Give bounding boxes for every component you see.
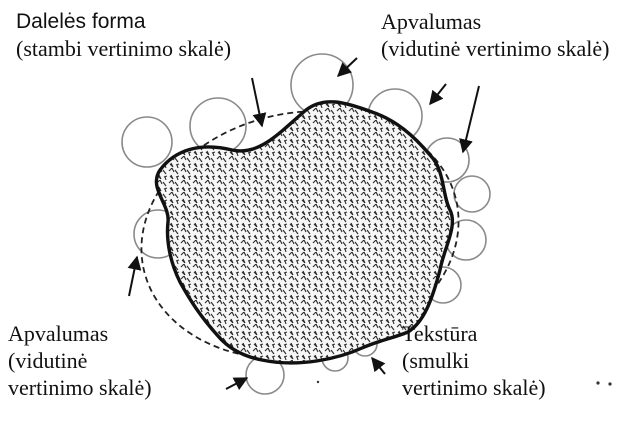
label-particle-shape: Dalelės forma (stambi vertinimo skalė)	[16, 8, 231, 62]
arrow	[463, 86, 479, 152]
label-subtitle-2: vertinimo skalė)	[402, 374, 546, 401]
label-subtitle: (vidutinė vertinimo skalė)	[381, 35, 610, 62]
label-subtitle-1: (smulki	[402, 347, 546, 374]
arrow	[430, 84, 446, 104]
label-title: Apvalumas	[381, 8, 610, 35]
label-subtitle: (stambi vertinimo skalė)	[16, 35, 231, 62]
speck	[596, 381, 599, 384]
label-subtitle-1: (vidutinė	[8, 347, 152, 374]
speck	[317, 381, 319, 383]
label-roundness-top: Apvalumas (vidutinė vertinimo skalė)	[381, 8, 610, 62]
label-texture: Tekstūra (smulki vertinimo skalė)	[402, 320, 546, 401]
circle	[190, 98, 246, 154]
label-title: Tekstūra	[402, 320, 546, 347]
label-title: Dalelės forma	[16, 8, 231, 35]
arrow	[372, 358, 385, 374]
label-subtitle-2: vertinimo skalė)	[8, 374, 152, 401]
circle	[122, 117, 172, 167]
label-title: Apvalumas	[8, 320, 152, 347]
arrow	[129, 257, 137, 296]
circle	[454, 176, 490, 212]
arrow	[226, 378, 247, 389]
speck	[608, 382, 611, 385]
arrow	[252, 78, 262, 126]
label-roundness-bottom: Apvalumas (vidutinė vertinimo skalė)	[8, 320, 152, 401]
